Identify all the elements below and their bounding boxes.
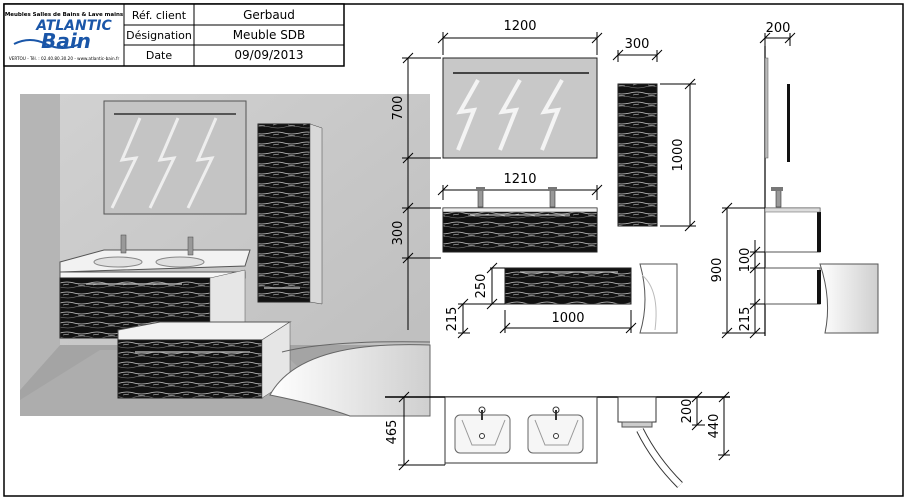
dim-basin-width: 1210	[503, 172, 536, 187]
front-elevation: 1200 700 300 1210	[391, 19, 678, 339]
logo-tagline: Meubles Salles de Bains & Lave mains	[5, 12, 124, 18]
value-designation: Meuble SDB	[233, 28, 306, 42]
tap-left	[477, 189, 484, 208]
title-block: Meubles Salles de Bains & Lave mains ATL…	[3, 3, 345, 67]
mirror-front	[442, 57, 598, 159]
column-side	[787, 84, 790, 162]
value-ref-client: Gerbaud	[243, 8, 295, 22]
column-top	[617, 396, 657, 423]
label-date: Date	[146, 49, 173, 62]
mirror-3d	[103, 100, 247, 215]
dim-top-small: 200	[680, 399, 695, 424]
page-border	[3, 3, 904, 497]
dim-mirror-width: 1200	[503, 19, 536, 34]
top-view: 465 200 440	[385, 391, 730, 488]
column-cabinet-3d	[257, 123, 323, 305]
logo-brand-bottom: Bain	[41, 29, 91, 53]
label-designation: Désignation	[126, 29, 192, 42]
dim-side-total: 900	[710, 258, 725, 283]
dim-vanity-height: 300	[391, 221, 406, 246]
wave-icon	[13, 39, 81, 49]
dim-mirror-height: 700	[391, 96, 406, 121]
dim-drawer-floor: 215	[445, 307, 460, 332]
drawer-side	[764, 267, 821, 305]
side-elevation: 200 900 100 215	[710, 21, 879, 339]
dim-column-height: 1000	[671, 138, 686, 171]
perspective-render	[20, 94, 431, 417]
bathtub-front	[639, 263, 678, 334]
dim-drawer-height: 250	[474, 274, 489, 299]
drawer-unit-3d	[117, 321, 292, 399]
dim-side-depth: 200	[766, 21, 791, 36]
mirror-side	[764, 57, 769, 159]
bathtub-side	[819, 263, 879, 334]
vanity-side	[764, 207, 821, 253]
dim-top-right: 440	[707, 414, 722, 439]
logo-brand-top: ATLANTIC	[35, 18, 112, 34]
logo-contact: VERTOU - Tél. : 02.40.80.30.20 - www.atl…	[9, 56, 120, 61]
brand-logo: Meubles Salles de Bains & Lave mains ATL…	[5, 7, 124, 63]
tap-right	[549, 189, 556, 208]
value-date: 09/09/2013	[234, 48, 303, 62]
column-front	[617, 83, 658, 227]
drawer-front	[504, 267, 632, 305]
dim-column-width: 300	[625, 37, 650, 52]
dim-side-gap: 100	[738, 248, 753, 273]
vanity-3d	[59, 234, 251, 339]
label-ref-client: Réf. client	[132, 9, 187, 22]
dim-drawer-width: 1000	[551, 311, 584, 326]
column-elevation: 300 1000	[612, 37, 696, 232]
dim-side-floor: 215	[738, 307, 753, 332]
dim-top-depth: 465	[385, 420, 400, 445]
tap-side	[775, 189, 782, 208]
bathtub-3d	[269, 344, 431, 417]
